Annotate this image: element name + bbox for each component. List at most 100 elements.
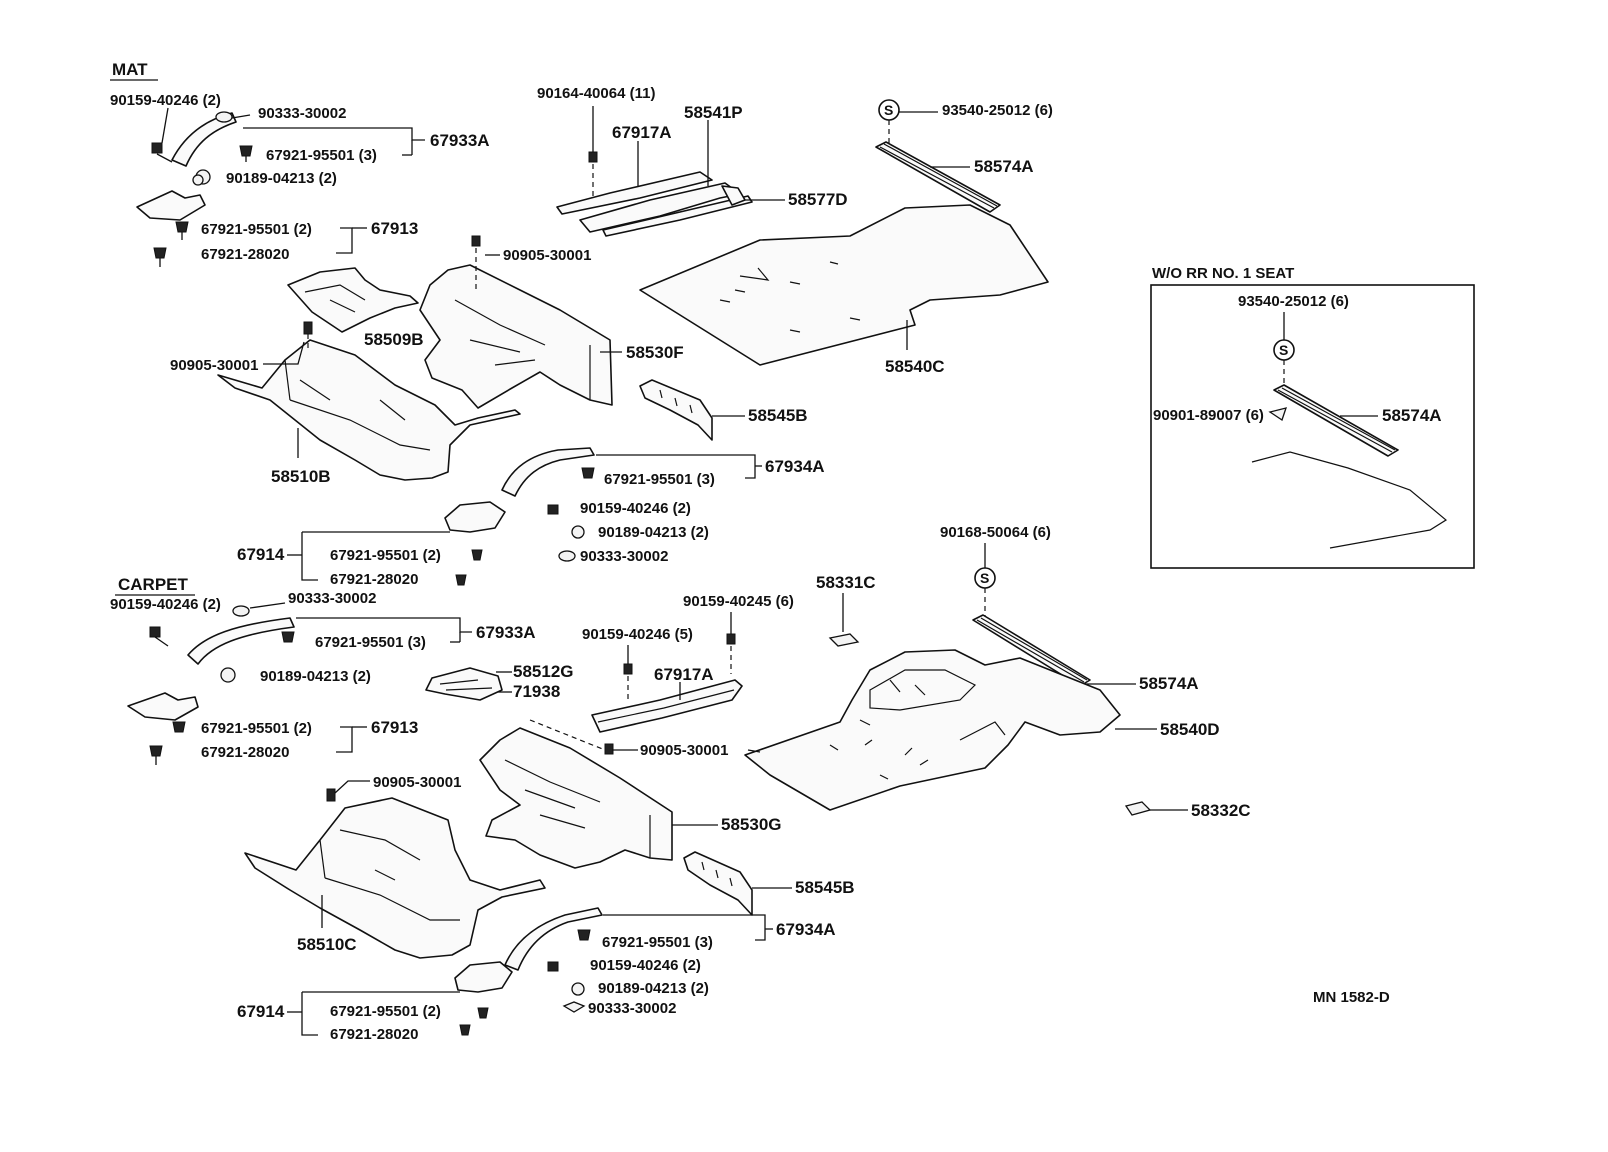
clip-icon [172,721,186,733]
clip-icon [477,1007,489,1019]
mat-part-67934A [501,447,595,497]
carpet-rear-floor-group: 58331C 90168-50064 (6) S 58574A 58540D 5… [744,524,1251,820]
label-90189-04213-b: 90189-04213 (2) [598,980,709,997]
inset-without-rear-seat: W/O RR NO. 1 SEAT 93540-25012 (6) S 5857… [1150,265,1475,569]
label-67921-28020-b: 67921-28020 [330,1026,418,1043]
section-heading-mat: MAT [110,60,158,81]
label-67921-95501-3: 67921-95501 (3) [266,147,377,164]
label-67921-95501-2b: 67921-95501 (2) [330,547,441,564]
screw-icon [151,107,173,163]
label-67921-28020: 67921-28020 [201,246,289,263]
label-67921-95501-3: 67921-95501 (3) [315,634,426,651]
mat-part-58530F [419,264,613,409]
inset-frame [1150,284,1475,569]
label-58545B: 58545B [795,878,855,897]
grommet-icon [232,605,250,617]
screw-icon [326,788,336,802]
carpet-front-floor-group: 90905-30001 58530G 90905-30001 58510C 58… [244,719,855,959]
clip-icon [239,145,253,162]
label-58540D: 58540D [1160,720,1220,739]
label-67913: 67913 [371,219,418,238]
carpet-part-58530G [479,727,673,869]
label-58541P: 58541P [684,103,743,122]
section-title-carpet: CARPET [118,575,189,594]
label-58577D: 58577D [788,190,848,209]
label-58331C: 58331C [816,573,876,592]
clip-icon [1268,407,1287,422]
special-mark-symbol: S [884,102,893,118]
mat-rear-floor-group: S 93540-25012 (6) 58574A 58540C [639,99,1053,376]
section-heading-carpet: CARPET [115,575,195,596]
mat-rear-scuff-group: 58545B 67934A 67921-95501 (3) 90159-4024… [237,379,825,588]
inset-label-90901-89007: 90901-89007 (6) [1153,407,1264,424]
nut-icon [220,667,236,683]
label-67921-95501-2: 67921-95501 (2) [201,720,312,737]
mat-part-58509B [287,267,419,333]
clip-icon [577,929,591,941]
label-90905-30001: 90905-30001 [373,774,461,791]
screw-icon [604,743,614,755]
carpet-pad-group: 58512G 71938 [425,662,574,701]
grommet-90333-icon [215,111,233,123]
label-58545B: 58545B [748,406,808,425]
label-90159-40246: 90159-40246 (2) [110,92,221,109]
carpet-part-58512G [425,667,503,701]
label-67921-95501-2b: 67921-95501 (2) [330,1003,441,1020]
label-90168-50064: 90168-50064 (6) [940,524,1051,541]
label-71938: 71938 [513,682,560,701]
inset-label-93540-25012: 93540-25012 (6) [1238,293,1349,310]
mat-front-scuff-group: 90159-40246 (2) 90333-30002 67921-95501 … [110,92,490,267]
label-67917A: 67917A [612,123,672,142]
carpet-part-58331C [828,633,860,647]
label-67917A: 67917A [654,665,714,684]
carpet-part-58332C [1124,801,1152,816]
label-90159-40245-6: 90159-40245 (6) [683,593,794,610]
label-58530G: 58530G [721,815,782,834]
label-90189-04213-b: 90189-04213 (2) [598,524,709,541]
inset-title: W/O RR NO. 1 SEAT [1152,265,1294,282]
carpet-part-58540D [744,649,1121,811]
grommet-icon [562,1001,586,1013]
label-67921-95501-3b: 67921-95501 (3) [602,934,713,951]
label-90905-30001-b: 90905-30001 [170,357,258,374]
special-mark-symbol: S [980,570,989,586]
label-67913: 67913 [371,718,418,737]
bracket-67913 [136,190,206,221]
label-67921-28020: 67921-28020 [201,744,289,761]
carpet-rear-scuff-group: 67934A 67921-95501 (3) 90159-40246 (2) 9… [237,907,836,1043]
screw-icon [547,961,559,972]
label-90159-40246-5: 90159-40246 (5) [582,626,693,643]
label-67914: 67914 [237,1002,285,1021]
label-90905-30001: 90905-30001 [503,247,591,264]
label-90333-30002: 90333-30002 [258,105,346,122]
nut-icon [571,525,585,539]
carpet-part-67917A [591,679,743,733]
label-90333-30002: 90333-30002 [288,590,376,607]
label-67914: 67914 [237,545,285,564]
carpet-part-67913 [127,692,199,721]
screw-icon [726,633,736,645]
clip-icon [153,247,167,267]
clip-icon [175,221,189,240]
drawing-code: MN 1582-D [1313,989,1390,1006]
mat-part-58541P-b [602,195,753,237]
label-90159-40246-b: 90159-40246 (2) [590,957,701,974]
mat-part-58540C [639,204,1049,366]
mat-part-67917A [556,171,713,215]
clip-icon [281,631,295,643]
carpet-part-58510C [244,797,546,959]
carpet-sill-group: 90159-40246 (5) 90159-40245 (6) 67917A [582,593,794,733]
label-90159-40246-b: 90159-40246 (2) [580,500,691,517]
label-90164-40064: 90164-40064 (11) [537,85,655,102]
clip-icon [455,574,467,586]
carpet-part-67914 [454,961,513,993]
label-90333-30002-b: 90333-30002 [580,548,668,565]
nut-icon [192,169,211,186]
clip-icon [149,745,163,765]
clip-icon [471,549,483,561]
label-67921-28020-b: 67921-28020 [330,571,418,588]
label-67934A: 67934A [776,920,836,939]
carpet-part-67933A [187,617,295,665]
mat-sill-group: 90164-40064 (11) 67917A 58541P 58577D [537,85,848,237]
